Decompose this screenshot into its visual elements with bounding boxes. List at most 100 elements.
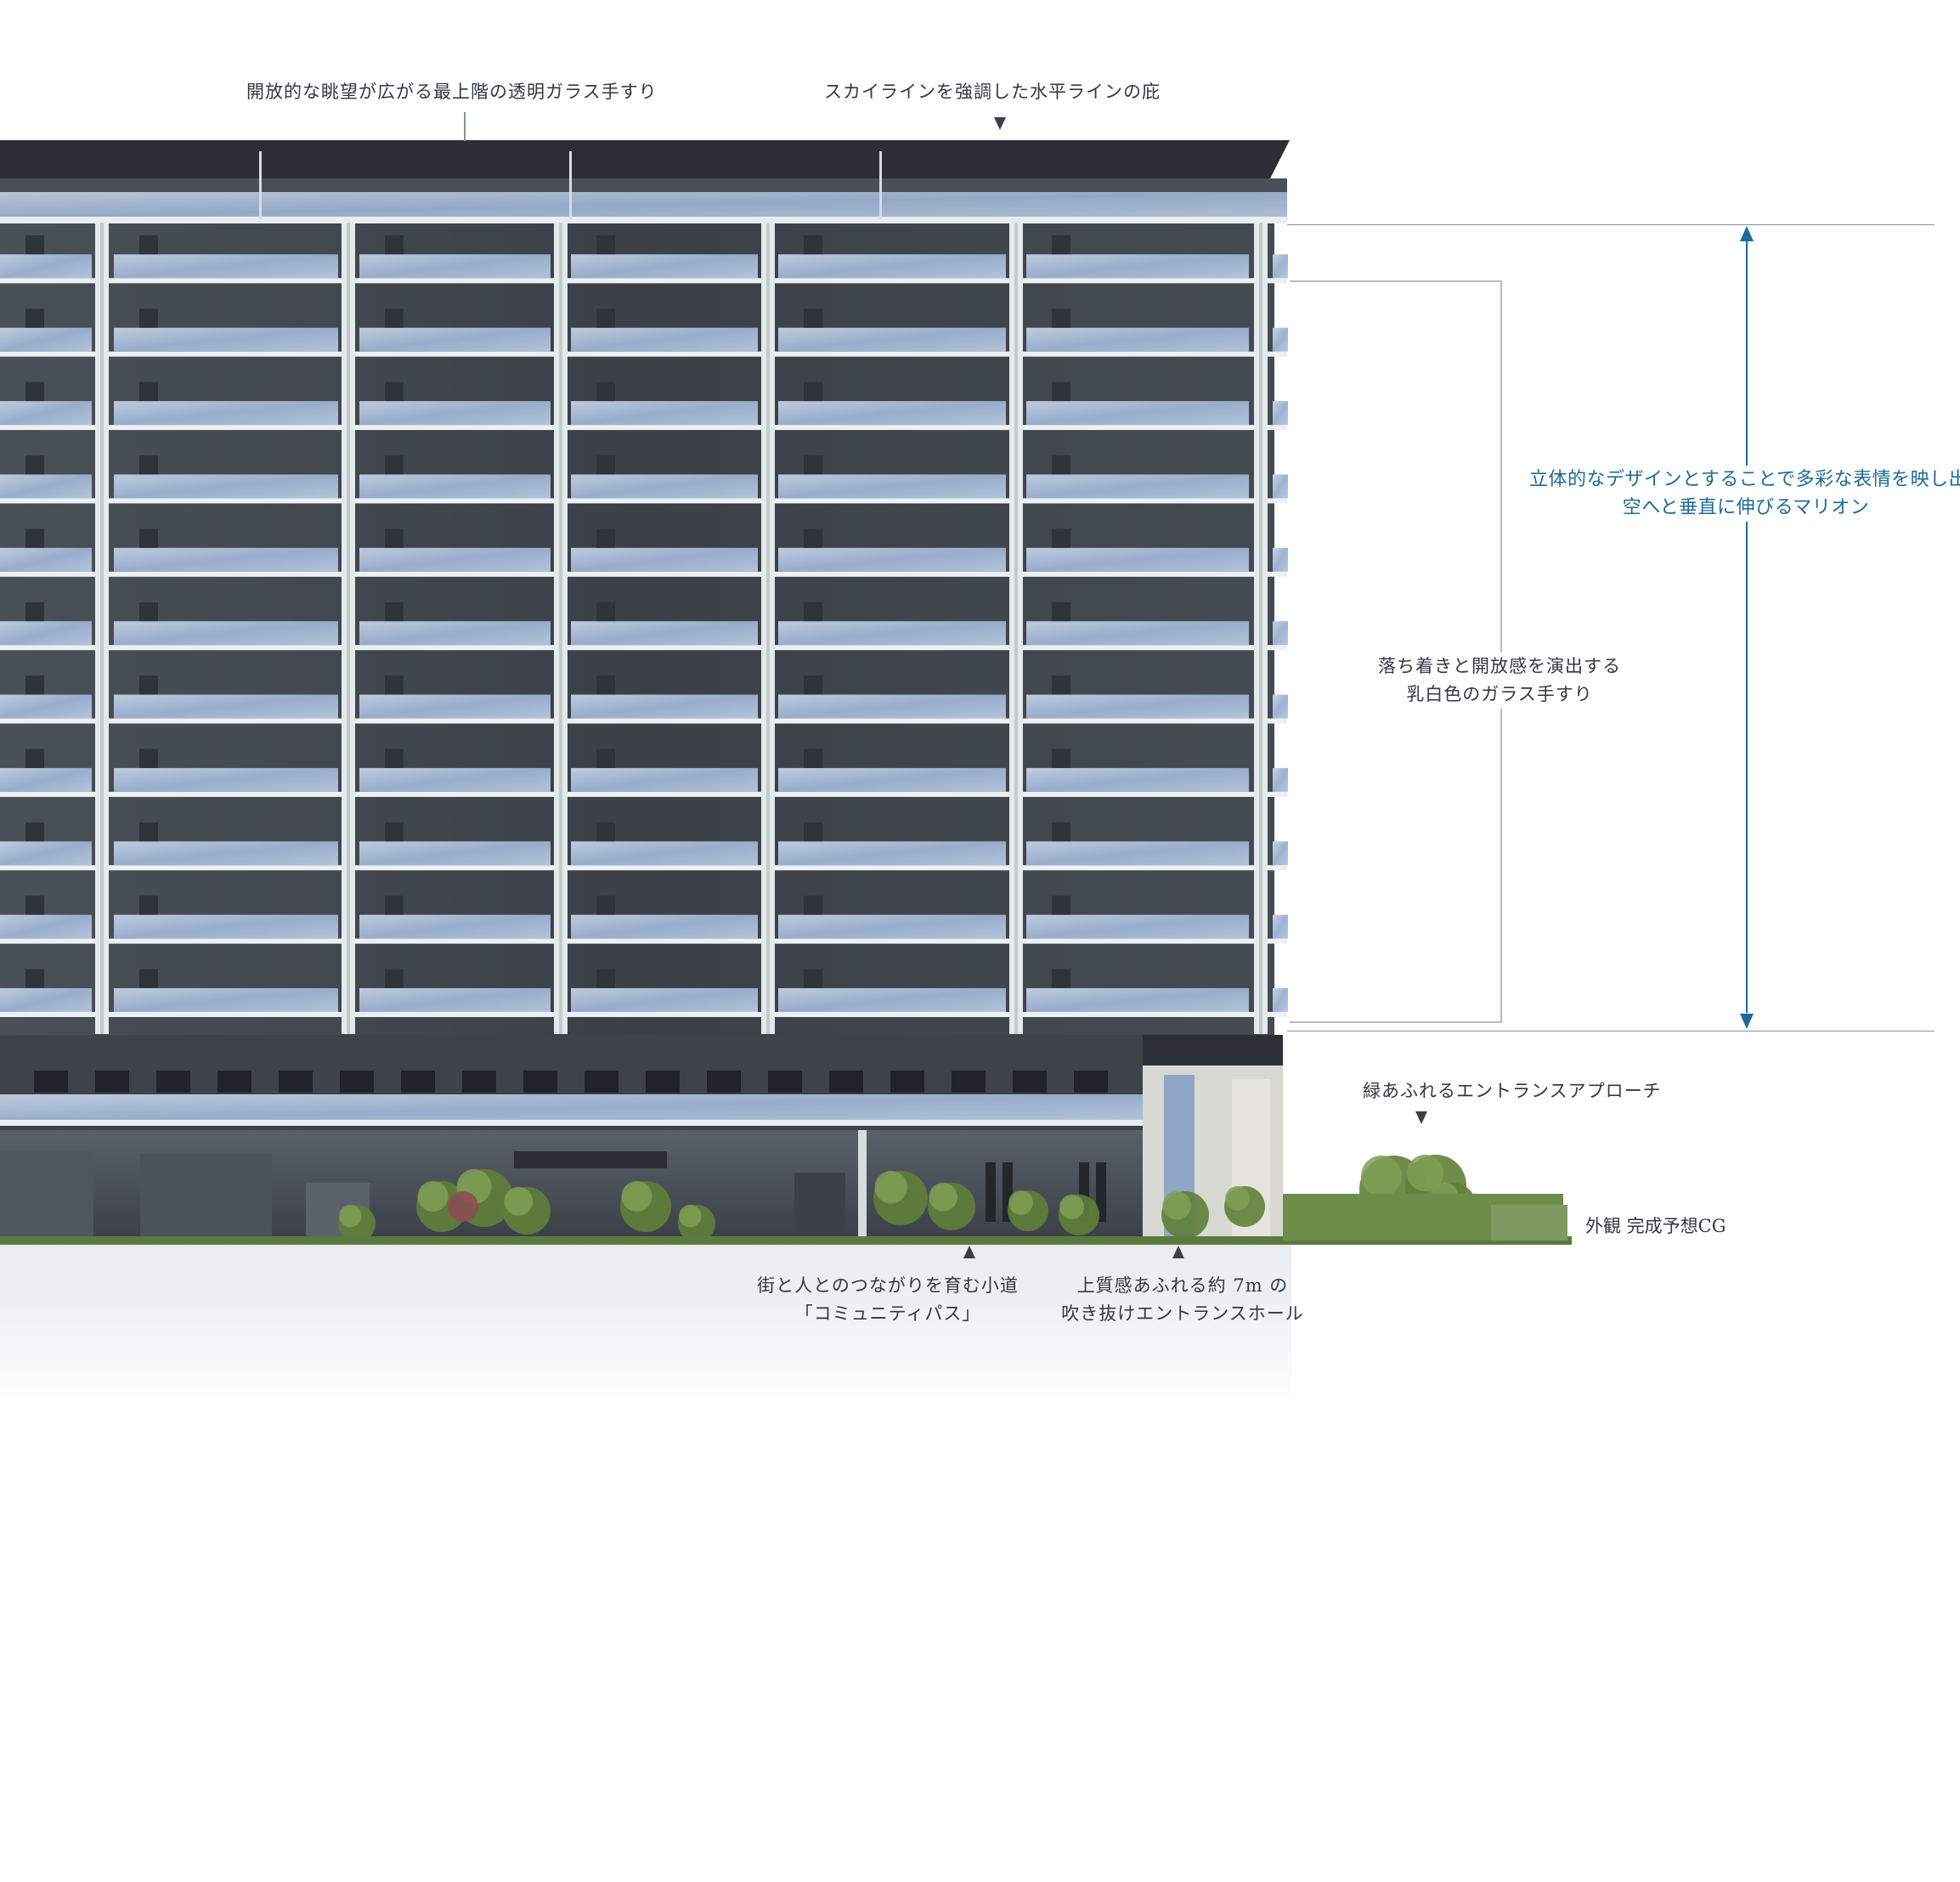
column (1052, 969, 1070, 988)
podium-window (1013, 1071, 1047, 1093)
milky-glass-annotation: 落ち着きと開放感を演出する 乳白色のガラス手すり (1355, 653, 1644, 709)
entrance-hall-annotation-line2: 吹き抜けエントランスホール (1061, 1303, 1304, 1324)
balcony-glass-rail (571, 767, 758, 792)
tree-foliage (1406, 1155, 1443, 1192)
column (385, 675, 404, 695)
column (596, 675, 615, 695)
column (1052, 235, 1070, 255)
balcony-glass-rail (1273, 547, 1288, 572)
podium-window (95, 1071, 129, 1093)
balcony-glass-rail (1026, 474, 1249, 499)
rooftop-glass-leader (464, 112, 466, 141)
column (596, 602, 615, 622)
column (804, 675, 822, 695)
floor-slab (0, 645, 1287, 651)
balcony-glass-rail (114, 841, 338, 866)
balcony-glass-rail (1273, 988, 1288, 1012)
tree-foliage (679, 1205, 702, 1228)
column (804, 381, 822, 402)
column (385, 381, 404, 402)
balcony-glass-rail (359, 254, 551, 279)
balcony-glass-rail (1273, 767, 1288, 792)
balcony-glass-rail (359, 694, 551, 719)
balcony-glass-rail (1273, 327, 1288, 352)
entrance-hall-annotation: 上質感あふれる約 7m の 吹き抜けエントランスホール (1047, 1272, 1319, 1328)
tree-foliage (1361, 1156, 1402, 1196)
tree-foliage (417, 1181, 449, 1212)
balcony-glass-rail (1026, 621, 1249, 646)
entrance-approach-pointer-icon (1415, 1111, 1427, 1124)
balcony-glass-rail (778, 547, 1006, 572)
podium-window (707, 1071, 741, 1093)
column (25, 675, 44, 695)
podium-window (34, 1071, 68, 1093)
podium-window (340, 1071, 374, 1093)
balcony-glass-rail (114, 621, 338, 646)
column (1052, 749, 1070, 768)
balcony-glass-rail (1273, 841, 1288, 866)
balcony-glass-rail (359, 767, 551, 792)
column (25, 822, 44, 842)
column (25, 235, 44, 255)
column (596, 528, 615, 548)
balcony-glass-rail (1273, 254, 1288, 279)
balcony-glass-rail (0, 327, 92, 352)
balcony-glass-rail (571, 988, 758, 1012)
balcony-glass-rail (571, 841, 758, 866)
column (596, 822, 615, 842)
column (385, 602, 404, 622)
column (139, 822, 158, 842)
balcony-glass-rail (1026, 547, 1249, 572)
balcony-glass-rail (1273, 474, 1288, 499)
floor-slab (0, 278, 1287, 284)
tree-foliage (1225, 1186, 1250, 1211)
balcony-glass-rail (0, 254, 92, 279)
balcony-glass-rail (571, 621, 758, 646)
balcony-glass-rail (0, 988, 92, 1012)
image-caption: 外観 完成予想CG (1585, 1216, 1726, 1236)
podium-window (585, 1071, 619, 1093)
entrance-hall-annotation-line1: 上質感あふれる約 7m の (1076, 1275, 1289, 1296)
arrow-down-icon (1740, 1014, 1754, 1029)
floor-slab (0, 1012, 1287, 1017)
column (1052, 455, 1070, 475)
column (804, 896, 822, 915)
balcony-glass-rail (571, 474, 758, 499)
balcony-glass-rail (778, 254, 1006, 279)
balcony-glass-rail (0, 621, 92, 646)
tree-foliage (1008, 1190, 1033, 1215)
podium-window (401, 1071, 435, 1093)
milky-glass-annotation-line2: 乳白色のガラス手すり (1406, 684, 1593, 704)
balcony-glass-rail (1026, 988, 1249, 1012)
balcony-glass-rail (114, 547, 338, 572)
column (139, 749, 158, 768)
balcony-glass-rail (778, 401, 1006, 426)
balcony-glass-rail (571, 327, 758, 352)
balcony-glass-rail (0, 841, 92, 866)
balcony-glass-rail (571, 401, 758, 426)
column (139, 675, 158, 695)
eave-pointer-icon (994, 117, 1006, 130)
balcony-glass-rail (778, 841, 1006, 866)
balcony-glass-rail (1273, 621, 1288, 646)
mullion-shadow (1259, 223, 1262, 1034)
column (1052, 896, 1070, 915)
mullion-dimension-arrow (1746, 240, 1748, 1013)
floor-slab (0, 498, 1287, 504)
balcony-glass-rail (114, 914, 338, 939)
floor-slab (0, 938, 1287, 944)
balcony-glass-rail (1026, 694, 1249, 719)
mullion-top-line (1287, 224, 1935, 225)
eave-line-annotation: スカイラインを強調した水平ラインの庇 (824, 82, 1161, 102)
balcony-glass-rail (114, 474, 338, 499)
column (139, 969, 158, 988)
podium-window (829, 1071, 863, 1093)
balcony-glass-rail (1026, 767, 1249, 792)
balcony-glass-rail (0, 914, 92, 939)
floor-slab (0, 718, 1287, 724)
column (139, 381, 158, 402)
mullion-shadow (347, 223, 350, 1034)
column (804, 749, 822, 768)
